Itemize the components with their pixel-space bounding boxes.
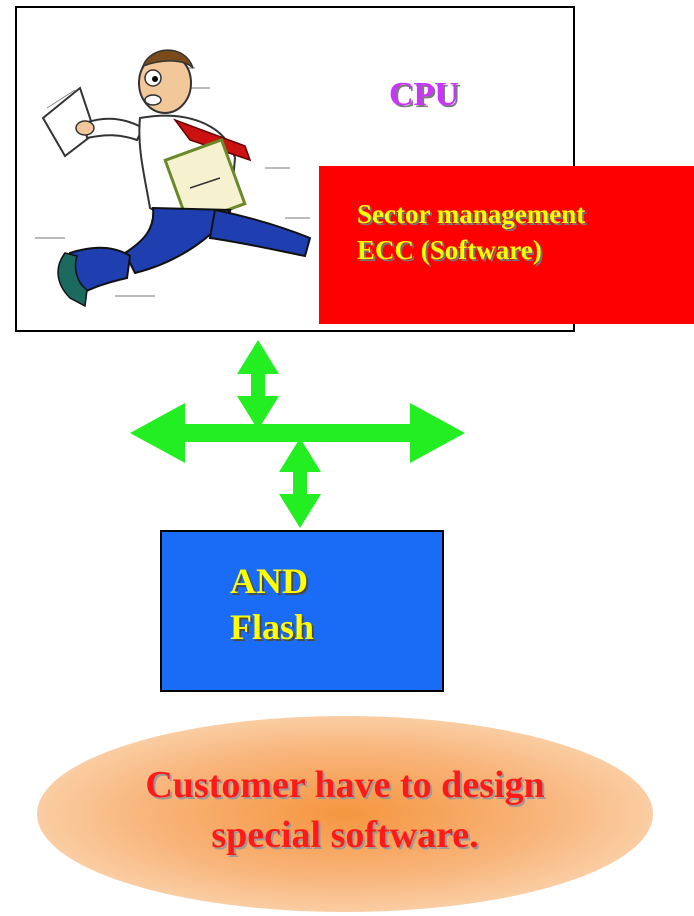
note-line-1: Customer have to design	[145, 764, 545, 806]
software-line-ecc: ECC (Software)	[357, 235, 542, 265]
running-businessman-icon	[35, 49, 312, 308]
and-flash-box: AND Flash	[160, 530, 444, 692]
software-line-sector-management: Sector management	[357, 199, 586, 229]
bus-arrows-icon	[130, 340, 465, 528]
software-box-text: Sector management ECC (Software)	[357, 196, 585, 268]
software-box: Sector management ECC (Software)	[319, 166, 694, 324]
cpu-label: CPU	[389, 76, 459, 113]
customer-note-text: Customer have to design special software…	[37, 760, 653, 860]
flash-line-flash: Flash	[230, 607, 315, 647]
flash-line-and: AND	[230, 561, 308, 601]
and-flash-text: AND Flash	[230, 558, 314, 650]
note-line-2: special software.	[211, 814, 479, 856]
customer-note-oval: Customer have to design special software…	[37, 716, 653, 912]
